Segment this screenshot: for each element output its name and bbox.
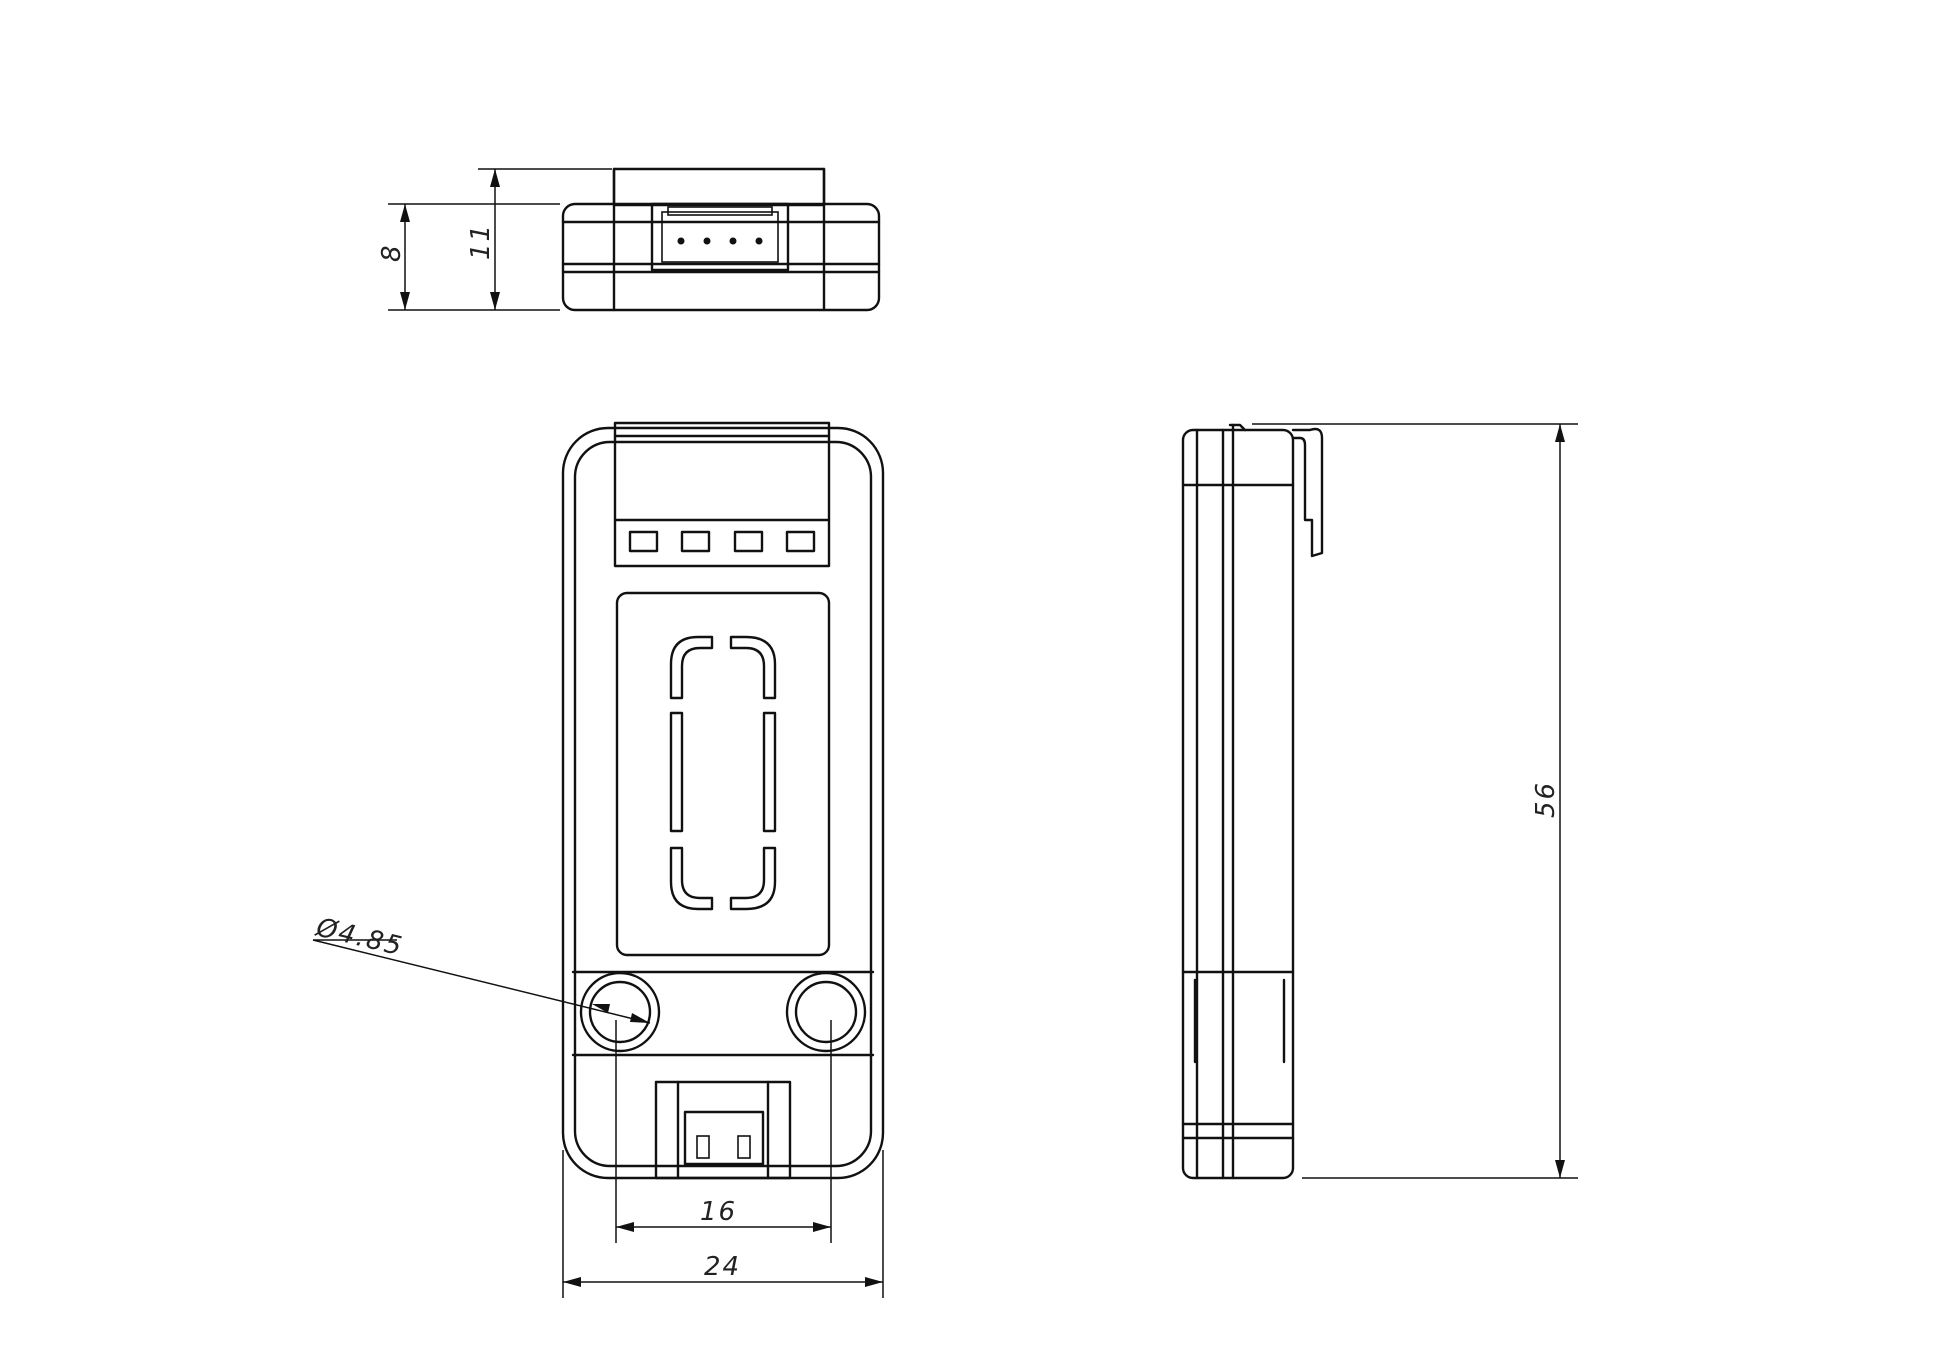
sensor-window [615,591,831,957]
top-view-jst-connector [650,202,790,272]
front-view-outline [561,426,885,1180]
mounting-hole-right [785,971,867,1053]
side-view-latch [1291,427,1324,558]
mounting-hole-left [579,971,661,1053]
front-view-bottom-connector [654,1080,792,1180]
connector-pin-2 [680,530,711,553]
top-view-body [561,202,881,312]
connector-pin-4 [785,530,816,553]
front-view: Ø4.85 16 24 [312,421,885,1298]
dimension-label-24: 24 [704,1252,741,1282]
top-view-connector-housing [612,167,826,207]
connector-pin-1 [628,530,659,553]
front-view-top-connector [613,421,831,568]
side-view: 56 [1181,423,1578,1180]
dimension-label-11: 11 [466,223,496,260]
top-view: 8 11 [377,167,881,312]
dimension-leader-diameter [312,939,651,1024]
side-view-body [1181,428,1295,1180]
dimension-label-56: 56 [1531,781,1561,818]
dimension-label-16: 16 [700,1197,737,1227]
dimension-label-8: 8 [377,243,407,262]
dimension-label-diameter: Ø4.85 [312,912,406,962]
connector-pin-3 [733,530,764,553]
